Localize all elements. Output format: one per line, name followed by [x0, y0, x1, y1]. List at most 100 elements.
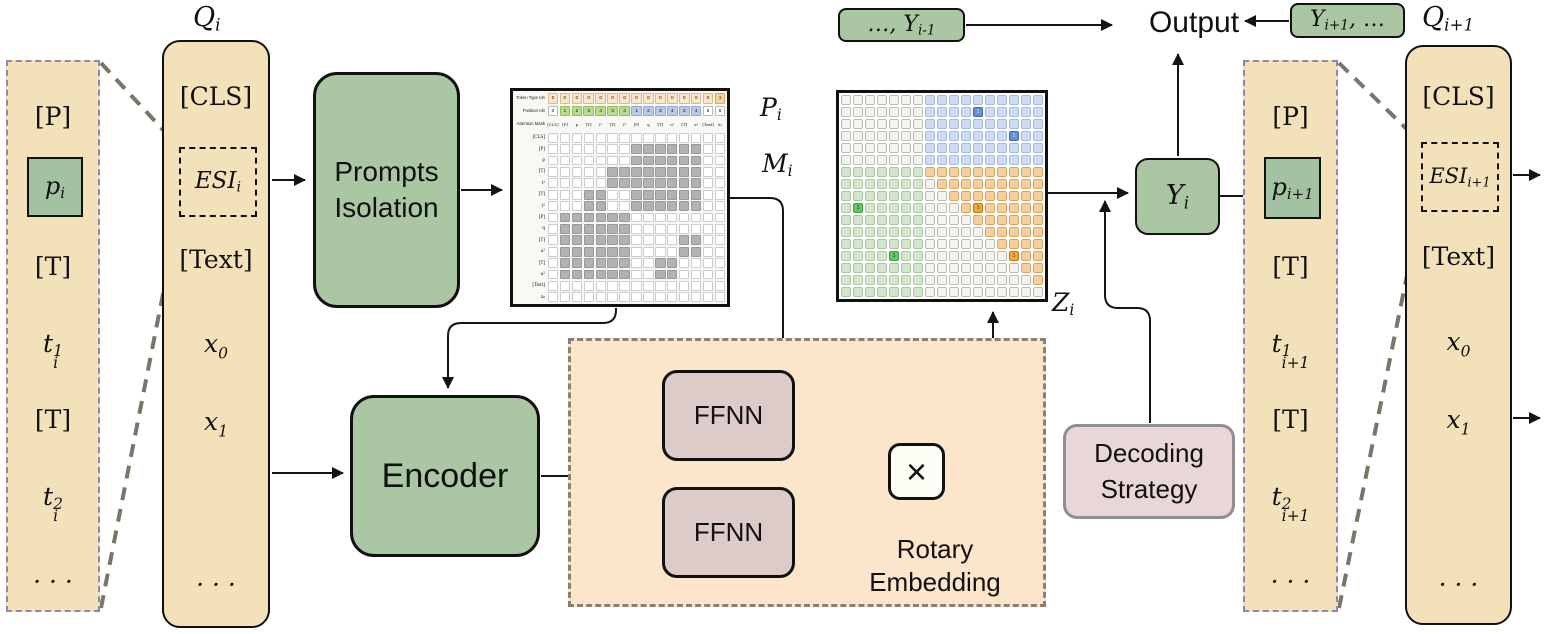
mask-cell	[619, 280, 630, 291]
multiply-node: ×	[888, 443, 945, 500]
mask-header-position: Position Ids	[522, 107, 545, 113]
pi-matrix-label: Pi	[760, 93, 782, 124]
z-cell	[1033, 227, 1043, 237]
position-id-cell: 1	[631, 105, 642, 117]
z-cell	[841, 287, 851, 297]
mask-cell	[655, 235, 666, 246]
esi-i-box: ESIi	[179, 147, 257, 217]
z-cell	[949, 143, 959, 153]
ffnn2-label: FFNN	[693, 517, 764, 547]
mask-cell	[547, 144, 559, 154]
y-next-label: Yi+1, …	[1310, 7, 1385, 34]
mask-cell	[619, 201, 630, 211]
z-cell	[877, 107, 887, 117]
z-cell	[841, 107, 851, 117]
z-cell	[853, 143, 863, 153]
z-cell	[913, 131, 923, 141]
mask-cell	[690, 235, 702, 246]
z-cell	[913, 95, 923, 105]
z-cell	[997, 239, 1007, 249]
mask-cell	[619, 178, 630, 189]
z-cell	[901, 227, 911, 237]
mask-cell	[631, 280, 642, 291]
mask-cell	[583, 292, 594, 303]
multiply-icon: ×	[905, 450, 928, 492]
z-cell	[841, 251, 851, 261]
z-cell	[913, 203, 923, 213]
z-cell	[961, 95, 971, 105]
z-cell	[901, 287, 911, 297]
token-type-id-cell: 0	[690, 92, 702, 105]
mask-cell	[547, 280, 559, 291]
mask-cell	[667, 132, 678, 143]
mask-cell	[583, 132, 594, 143]
z-cell	[973, 239, 983, 249]
z-cell: 1	[1009, 251, 1019, 261]
z-cell	[877, 203, 887, 213]
esi-i1-label: ESIi+1	[1429, 163, 1491, 191]
token-cls: [CLS]	[1422, 82, 1495, 111]
z-cell	[973, 95, 983, 105]
mask-cell	[571, 246, 582, 257]
mask-cell	[583, 178, 594, 189]
mask-cell	[619, 269, 630, 280]
z-cell	[949, 263, 959, 273]
z-cell	[1009, 215, 1019, 225]
z-cell	[997, 167, 1007, 177]
mask-cell	[643, 201, 654, 211]
z-cell	[901, 167, 911, 177]
z-cell	[1033, 155, 1043, 165]
mask-cell	[631, 201, 642, 211]
z-cell	[973, 215, 983, 225]
z-cell	[961, 239, 971, 249]
mask-cell	[595, 223, 606, 234]
z-cell	[901, 179, 911, 189]
z-cell	[925, 275, 935, 285]
z-cell	[853, 251, 863, 261]
rotary-embedding-region	[568, 338, 1046, 607]
z-cell	[925, 107, 935, 117]
mask-cell	[571, 132, 582, 143]
mask-row-token: [P]	[538, 214, 545, 220]
mask-cell	[595, 258, 606, 268]
mask-cell	[690, 166, 702, 177]
mask-cell	[655, 280, 666, 291]
mask-cell	[595, 144, 606, 154]
mask-cell	[702, 212, 714, 223]
mask-cell	[679, 280, 690, 291]
z-cell	[925, 119, 935, 129]
mask-cell	[655, 189, 666, 200]
token-type-id-cell: 0	[643, 92, 654, 105]
mask-cell	[631, 132, 642, 143]
z-cell	[937, 287, 947, 297]
mask-cell	[607, 144, 618, 154]
z-cell	[1009, 179, 1019, 189]
token-type-id-cell: 0	[607, 92, 618, 105]
mask-cell	[619, 166, 630, 177]
z-cell	[913, 275, 923, 285]
mask-cell	[607, 201, 618, 211]
mask-cell	[607, 132, 618, 143]
mask-cell	[702, 144, 714, 154]
z-cell	[877, 251, 887, 261]
z-cell	[961, 179, 971, 189]
z-cell	[853, 263, 863, 273]
z-cell	[961, 143, 971, 153]
z-cell	[1033, 191, 1043, 201]
z-cell	[901, 275, 911, 285]
z-cell	[949, 251, 959, 261]
z-cell	[901, 155, 911, 165]
mask-cell	[643, 292, 654, 303]
z-cell	[949, 167, 959, 177]
mask-cell	[607, 269, 618, 280]
mask-cell	[702, 155, 714, 166]
z-cell	[1021, 287, 1031, 297]
token-type-id-cell: 0	[595, 92, 606, 105]
mask-cell	[690, 269, 702, 280]
position-id-cell: 3	[655, 105, 666, 117]
token-x0: x0	[204, 329, 228, 363]
mask-cell	[714, 223, 726, 234]
z-cell	[1021, 179, 1031, 189]
z-cell	[997, 155, 1007, 165]
